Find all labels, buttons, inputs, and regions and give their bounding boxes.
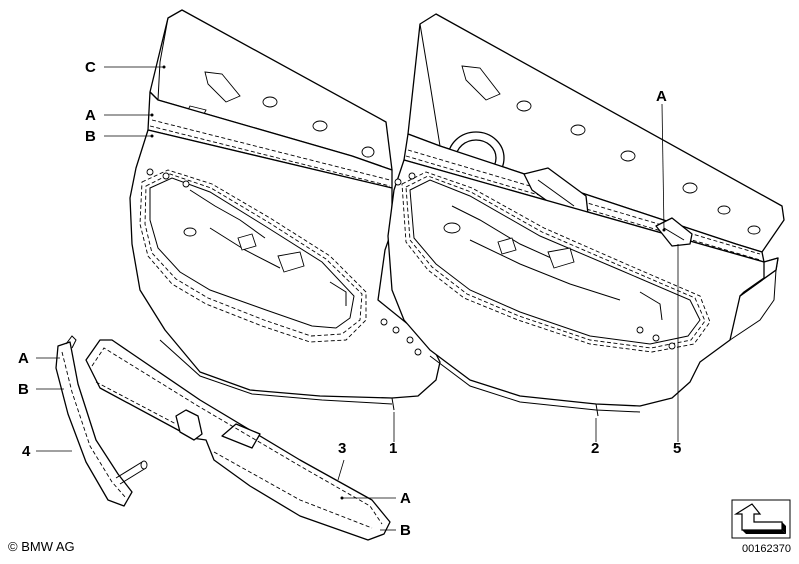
callout-5: 5 xyxy=(673,440,682,457)
callout-a-armrest: A xyxy=(400,490,411,507)
callout-4: 4 xyxy=(22,443,31,460)
arrow-icon xyxy=(731,499,791,539)
leader-lines xyxy=(36,65,679,531)
callout-1: 1 xyxy=(389,440,398,457)
document-number: 00162370 xyxy=(742,543,791,555)
callout-2: 2 xyxy=(591,440,600,457)
callout-b: B xyxy=(85,128,96,145)
pull-handle-4 xyxy=(55,335,148,507)
callout-a: A xyxy=(85,107,96,124)
callout-a-pull: A xyxy=(18,350,29,367)
callout-c: C xyxy=(85,59,96,76)
door-trim-panel-2 xyxy=(387,13,785,417)
armrest-trim-3 xyxy=(85,339,391,541)
callout-b-pull: B xyxy=(18,381,29,398)
door-trim-panel-1 xyxy=(129,9,441,411)
callout-b-armrest: B xyxy=(400,522,411,539)
copyright-text: © BMW AG xyxy=(8,539,75,554)
callout-3: 3 xyxy=(338,440,347,457)
callout-a-right: A xyxy=(656,88,667,105)
